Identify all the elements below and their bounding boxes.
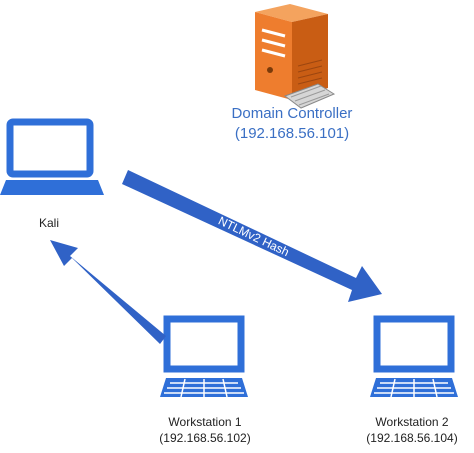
workstation2-label: Workstation 2 (192.168.56.104): [350, 414, 474, 446]
desktop-computer-icon: [370, 315, 458, 398]
server-tower-icon: [255, 4, 336, 109]
arrow-workstation1-to-kali: NTLMv2 Hash: [50, 240, 166, 344]
workstation1-ip: (192.168.56.102): [159, 431, 251, 445]
arrow-label-ws1-to-kali: NTLMv2 Hash: [74, 266, 139, 330]
desktop-computer-icon: [160, 315, 248, 398]
domain-controller-name: Domain Controller: [231, 105, 353, 122]
arrow-kali-to-workstation2: NTLMv2 Hash: [122, 170, 382, 302]
laptop-icon: [0, 118, 104, 195]
workstation1-name: Workstation 1: [168, 415, 242, 429]
workstation2-name: Workstation 2: [375, 415, 449, 429]
workstation1-label: Workstation 1 (192.168.56.102): [140, 414, 270, 446]
workstation2-ip: (192.168.56.104): [366, 431, 458, 445]
kali-name: Kali: [38, 216, 59, 230]
arrow-label-kali-to-ws2: NTLMv2 Hash: [216, 214, 291, 260]
kali-label: Kali: [14, 215, 84, 231]
domain-controller-ip: (192.168.56.101): [234, 125, 350, 142]
domain-controller-label: Domain Controller (192.168.56.101): [210, 104, 374, 144]
